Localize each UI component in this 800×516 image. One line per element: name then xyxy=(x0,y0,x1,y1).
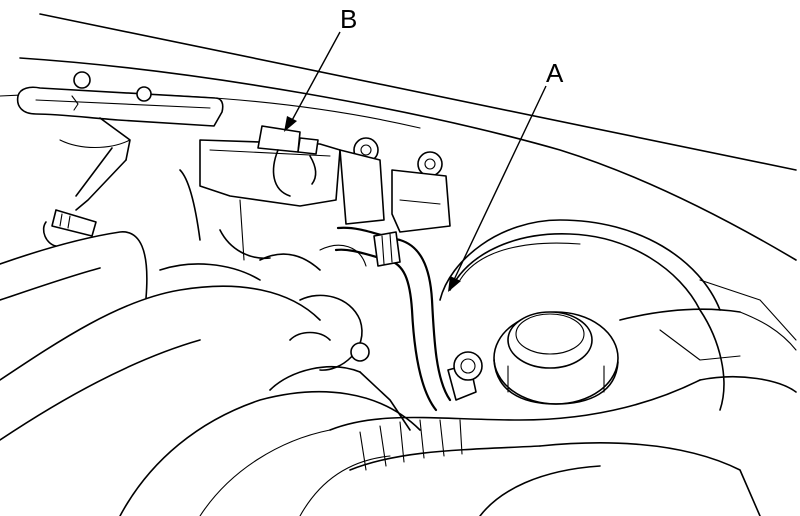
vacuum-hose-a xyxy=(334,226,483,412)
callout-a: A xyxy=(448,58,564,292)
callout-b-arrowhead xyxy=(284,116,297,132)
reservoir-cap xyxy=(493,311,619,405)
callout-b-label: B xyxy=(340,4,357,34)
center-components xyxy=(179,137,451,431)
callout-a-arrowhead xyxy=(448,276,461,292)
hose-clamp-left xyxy=(42,209,97,247)
bracket-assembly xyxy=(16,71,224,211)
intake-duct xyxy=(329,379,761,516)
callout-b: B xyxy=(284,4,357,132)
hose-connector-b xyxy=(257,125,319,197)
upper-hose xyxy=(0,231,148,301)
right-side-details xyxy=(619,279,797,393)
air-intake xyxy=(0,263,421,516)
callout-b-leader xyxy=(289,31,341,125)
callout-a-label: A xyxy=(546,58,564,88)
callout-a-leader xyxy=(451,85,547,285)
